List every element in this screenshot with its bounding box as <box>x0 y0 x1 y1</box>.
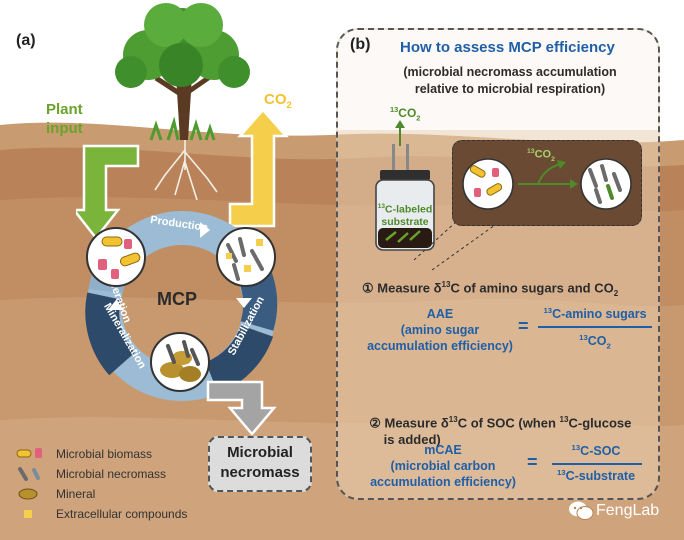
panel-b-top-white <box>338 30 658 130</box>
panel-b-label: (b) <box>350 36 371 53</box>
extracellular-compounds-icon <box>24 510 32 518</box>
plant-input-arrow <box>76 144 140 241</box>
microbial-biomass-icon <box>16 448 42 458</box>
inset-biomass-icon <box>462 158 514 210</box>
inset-arrow <box>518 160 578 189</box>
eq2-sign: = <box>527 452 538 472</box>
plant-input-label: Plant input <box>46 101 83 137</box>
legend-item: Mineral <box>16 484 216 504</box>
legend-item: Microbial necromass <box>16 464 216 484</box>
watermark: FengLab <box>596 502 660 519</box>
microbial-necromass-box: Microbial necromass <box>208 436 312 492</box>
panel-b-subtitle: (microbial necromass accumulation relati… <box>403 65 617 96</box>
inset-co2-label: 13CO2 <box>527 148 555 163</box>
jar-label: 13C-labeled substrate <box>377 203 433 228</box>
frac1-bar <box>538 326 652 328</box>
mcae-abbr: mCAE <box>424 443 462 457</box>
jar-co2-label: 13CO2 <box>390 105 421 123</box>
inset-necromass-icon <box>580 158 632 210</box>
tree-icon <box>115 3 250 141</box>
legend-label: Mineral <box>56 487 96 501</box>
wechat-icon <box>569 501 594 520</box>
necromass-node-icon <box>216 227 276 287</box>
legend: Microbial biomass Microbial necromass Mi… <box>16 444 216 524</box>
aae-full: (amino sugar accumulation efficiency) <box>367 323 513 353</box>
biomass-node-icon <box>86 227 146 287</box>
legend-label: Microbial biomass <box>56 447 153 461</box>
labeled-jar-icon <box>375 144 435 251</box>
roots-icon <box>154 140 218 201</box>
step2-heading: ② Measure δ13C of SOC (when 13C-glucose … <box>369 415 632 448</box>
frac1-numerator: 13C-amino sugars <box>543 306 647 322</box>
step1-heading: ① Measure δ13C of amino sugars and CO2 <box>362 280 619 298</box>
legend-label: Microbial necromass <box>56 467 167 481</box>
mcae-label: mCAE (microbial carbon accumulation effi… <box>358 442 528 490</box>
necromass-arrow <box>206 380 277 436</box>
aae-label: AAE (amino sugar accumulation efficiency… <box>356 306 524 354</box>
legend-label: Extracellular compounds <box>56 507 188 521</box>
frac2-bar <box>552 463 642 465</box>
panel-a-label: (a) <box>16 32 36 49</box>
panel-b-title: How to assess MCP efficiency <box>400 39 615 56</box>
microbial-necromass-label: Microbial necromass <box>220 444 300 481</box>
legend-item: Extracellular compounds <box>16 504 216 524</box>
mcp-center-label: MCP <box>157 289 197 309</box>
co2-label: CO2 <box>264 91 292 110</box>
legend-item: Microbial biomass <box>16 444 216 464</box>
jar-co2-arrow <box>395 120 405 146</box>
frac2-denominator: 13C-substrate <box>556 468 636 484</box>
zoom-lines <box>413 219 502 271</box>
microbial-necromass-icon <box>18 467 40 481</box>
frac2-numerator: 13C-SOC <box>571 443 621 459</box>
frac1-denominator: 13CO2 <box>579 333 611 351</box>
eq1-sign: = <box>518 316 529 336</box>
aae-abbr: AAE <box>426 307 454 321</box>
mineral-node-icon <box>150 332 210 392</box>
co2-arrow <box>228 108 289 228</box>
mineral-icon <box>18 488 38 500</box>
mcae-full: (microbial carbon accumulation efficienc… <box>370 459 516 489</box>
